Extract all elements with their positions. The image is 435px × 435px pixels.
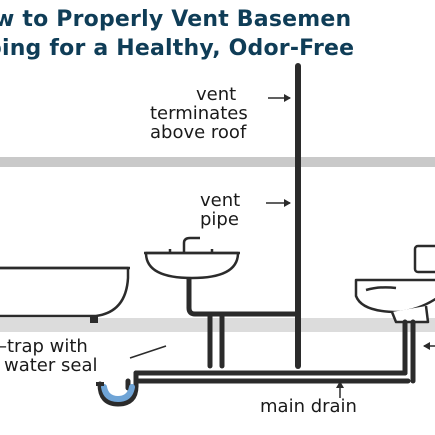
title-line-1: w to Properly Vent Basemen <box>0 7 352 32</box>
label-vent-pipe-line1: vent <box>200 190 241 211</box>
roof-line-band <box>0 157 435 167</box>
label-trap-line2: water seal <box>4 355 98 376</box>
title-line-2: bing for a Healthy, Odor-Free <box>0 36 355 61</box>
p-trap-icon <box>96 381 139 407</box>
label-vent-pipe-line2: pipe <box>200 209 239 230</box>
arrow-trap <box>129 345 167 359</box>
label-vent-terminates-line2: terminates <box>150 103 248 124</box>
basement-floor <box>0 318 435 332</box>
label-trap-line1: –trap with <box>0 336 88 357</box>
sink-icon <box>144 236 240 308</box>
label-vent-terminates-line1: vent <box>196 84 237 105</box>
bathtub-icon <box>0 266 130 323</box>
toilet-icon <box>354 244 435 324</box>
label-vent-terminates-line3: above roof <box>150 122 247 143</box>
label-main-drain: main drain <box>260 396 357 417</box>
